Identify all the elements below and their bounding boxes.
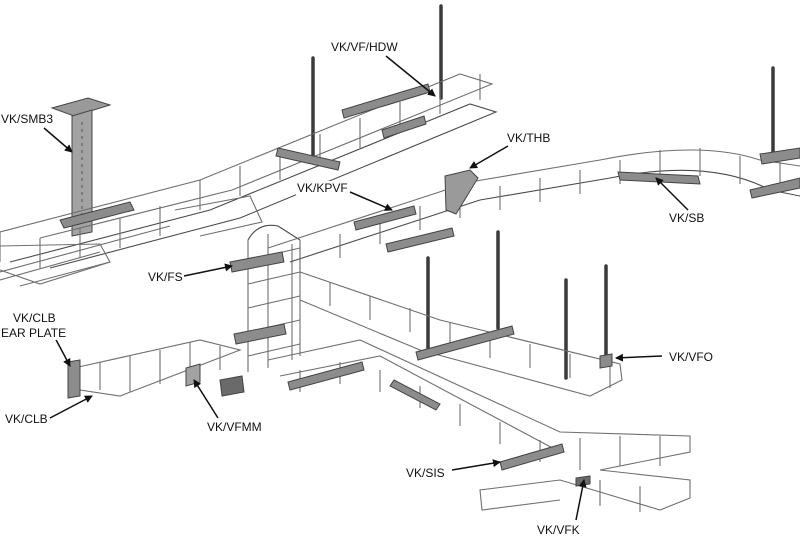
upper-tray-drop <box>0 195 263 285</box>
leader-vfk <box>575 479 587 521</box>
support-bracket-smb3 <box>50 97 135 237</box>
label-vfk: VK/VFK <box>536 523 581 537</box>
leader-vfmm <box>193 379 219 419</box>
label-clb-ear-plate-line2: EAR PLATE <box>0 326 68 340</box>
middle-tray <box>267 148 800 270</box>
leader-vfo <box>615 353 663 362</box>
branch-tray <box>299 271 623 397</box>
label-vf-hdw: VK/VF/HDW <box>330 40 399 54</box>
label-smb3: VK/SMB3 <box>0 112 55 126</box>
leader-sb <box>655 177 689 211</box>
label-sb: VK/SB <box>668 211 706 225</box>
label-sis: VK/SIS <box>405 466 446 480</box>
label-vfo: VK/VFO <box>668 350 715 364</box>
leader-kpvf <box>349 191 393 211</box>
leader-clb-ear <box>53 335 71 367</box>
label-kpvf: VK/KPVF <box>296 181 349 195</box>
leader-smb3 <box>43 127 73 153</box>
short-tray <box>73 339 242 397</box>
leader-sis <box>451 459 501 471</box>
leader-vf-hdw <box>385 55 436 97</box>
threaded-rods <box>311 4 775 380</box>
leader-thb <box>469 145 509 169</box>
label-clb-ear-plate-line1: VK/CLB <box>12 311 57 325</box>
label-fs: VK/FS <box>147 270 184 284</box>
vertical-riser <box>247 224 301 372</box>
upper-tray <box>0 73 498 287</box>
label-thb: VK/THB <box>506 131 552 145</box>
hardware-brackets <box>67 83 800 487</box>
leader-lines <box>43 55 689 521</box>
label-clb: VK/CLB <box>4 412 49 426</box>
leader-fs <box>183 263 233 277</box>
label-vfmm: VK/VFMM <box>206 420 263 434</box>
leader-clb <box>49 395 93 419</box>
